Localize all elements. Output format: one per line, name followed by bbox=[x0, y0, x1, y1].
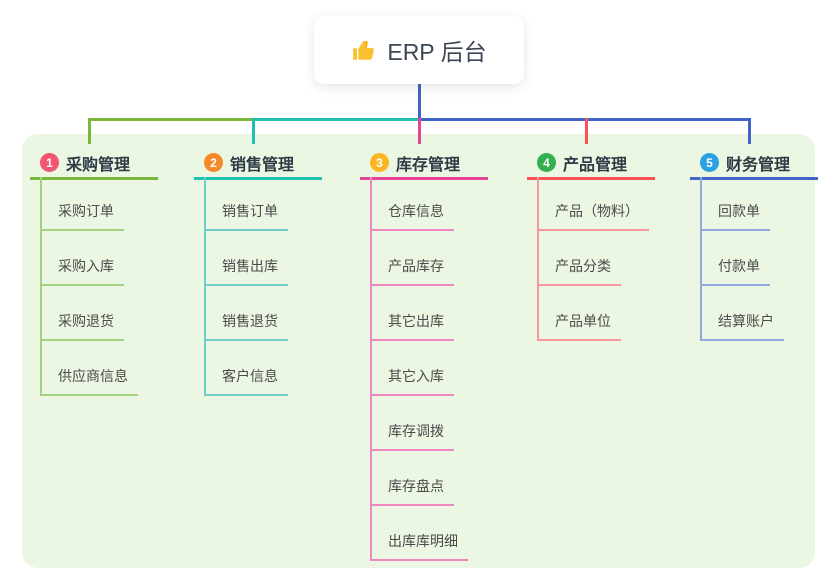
branch-title: 库存管理 bbox=[396, 156, 461, 174]
leaf-node[interactable]: 采购入库 bbox=[40, 256, 124, 286]
leaf-node[interactable]: 其它出库 bbox=[370, 311, 454, 341]
leaf-node[interactable]: 其它入库 bbox=[370, 366, 454, 396]
branch-title: 产品管理 bbox=[563, 156, 628, 174]
branch-stem-line bbox=[537, 177, 539, 341]
branches-panel bbox=[22, 134, 815, 568]
branch-title: 采购管理 bbox=[66, 156, 131, 174]
leaf-node[interactable]: 采购订单 bbox=[40, 201, 124, 231]
branch-title: 销售管理 bbox=[230, 156, 295, 174]
branch-number-badge: 2 bbox=[204, 153, 223, 172]
branch-drop-line bbox=[585, 118, 588, 144]
leaf-node[interactable]: 采购退货 bbox=[40, 311, 124, 341]
leaf-node[interactable]: 供应商信息 bbox=[40, 366, 138, 396]
branch-node-sales[interactable]: 2 销售管理 bbox=[194, 148, 322, 180]
branch-stem-line bbox=[700, 177, 702, 341]
branch-number-badge: 3 bbox=[370, 153, 389, 172]
branch-node-inventory[interactable]: 3 库存管理 bbox=[360, 148, 488, 180]
root-node[interactable]: ERP 后台 bbox=[314, 16, 524, 84]
leaf-node[interactable]: 产品库存 bbox=[370, 256, 454, 286]
leaf-node[interactable]: 销售订单 bbox=[204, 201, 288, 231]
leaf-node[interactable]: 客户信息 bbox=[204, 366, 288, 396]
leaf-node[interactable]: 库存盘点 bbox=[370, 476, 454, 506]
connector-segment bbox=[252, 118, 418, 121]
branch-stem-line bbox=[204, 177, 206, 396]
branch-stem-line bbox=[370, 177, 372, 561]
leaf-node[interactable]: 付款单 bbox=[700, 256, 770, 286]
branch-drop-line bbox=[418, 118, 421, 144]
branch-drop-line bbox=[88, 118, 91, 144]
branch-number-badge: 4 bbox=[537, 153, 556, 172]
branch-drop-line bbox=[252, 118, 255, 144]
leaf-node[interactable]: 产品分类 bbox=[537, 256, 621, 286]
leaf-node[interactable]: 库存调拨 bbox=[370, 421, 454, 451]
leaf-node[interactable]: 结算账户 bbox=[700, 311, 784, 341]
leaf-node[interactable]: 仓库信息 bbox=[370, 201, 454, 231]
branch-title: 财务管理 bbox=[726, 156, 791, 174]
branch-node-product[interactable]: 4 产品管理 bbox=[527, 148, 655, 180]
branch-stem-line bbox=[40, 177, 42, 396]
connector-segment bbox=[418, 118, 750, 121]
leaf-node[interactable]: 回款单 bbox=[700, 201, 770, 231]
root-connector-line bbox=[418, 84, 421, 121]
branch-node-finance[interactable]: 5 财务管理 bbox=[690, 148, 818, 180]
branch-number-badge: 1 bbox=[40, 153, 59, 172]
leaf-node[interactable]: 销售退货 bbox=[204, 311, 288, 341]
leaf-node[interactable]: 产品（物料） bbox=[537, 201, 649, 231]
leaf-node[interactable]: 产品单位 bbox=[537, 311, 621, 341]
branch-node-purchase[interactable]: 1 采购管理 bbox=[30, 148, 158, 180]
connector-segment bbox=[88, 118, 254, 121]
root-node-label: ERP 后台 bbox=[387, 39, 487, 65]
thumbs-up-icon bbox=[351, 37, 377, 63]
branch-number-badge: 5 bbox=[700, 153, 719, 172]
leaf-node[interactable]: 出库库明细 bbox=[370, 531, 468, 561]
branch-drop-line bbox=[748, 118, 751, 144]
leaf-node[interactable]: 销售出库 bbox=[204, 256, 288, 286]
